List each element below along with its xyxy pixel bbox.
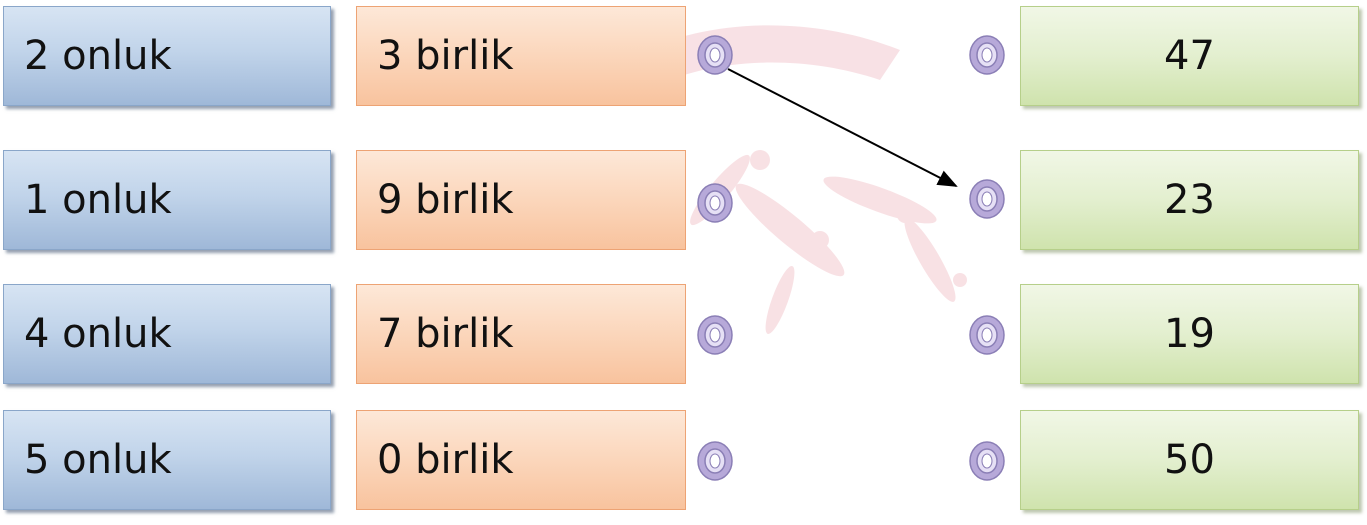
answer-box: 23 bbox=[1020, 150, 1359, 250]
answer-box: 50 bbox=[1020, 410, 1359, 510]
right-connector-icon[interactable] bbox=[968, 314, 1006, 356]
match-row: 2 onluk 3 birlik 47 bbox=[0, 6, 1367, 110]
match-row: 4 onluk 7 birlik 19 bbox=[0, 284, 1367, 388]
ones-box: 3 birlik bbox=[356, 6, 686, 106]
answer-box: 47 bbox=[1020, 6, 1359, 106]
tens-box: 1 onluk bbox=[3, 150, 331, 250]
match-row: 5 onluk 0 birlik 50 bbox=[0, 410, 1367, 514]
left-connector-icon[interactable] bbox=[696, 440, 734, 482]
right-connector-icon[interactable] bbox=[968, 34, 1006, 76]
left-connector-icon[interactable] bbox=[696, 314, 734, 356]
right-connector-icon[interactable] bbox=[968, 440, 1006, 482]
tens-box: 5 onluk bbox=[3, 410, 331, 510]
match-row: 1 onluk 9 birlik 23 bbox=[0, 150, 1367, 254]
tens-box: 4 onluk bbox=[3, 284, 331, 384]
ones-box: 7 birlik bbox=[356, 284, 686, 384]
right-connector-icon[interactable] bbox=[968, 178, 1006, 220]
ones-box: 0 birlik bbox=[356, 410, 686, 510]
left-connector-icon[interactable] bbox=[696, 34, 734, 76]
tens-box: 2 onluk bbox=[3, 6, 331, 106]
ones-box: 9 birlik bbox=[356, 150, 686, 250]
left-connector-icon[interactable] bbox=[696, 182, 734, 224]
answer-box: 19 bbox=[1020, 284, 1359, 384]
